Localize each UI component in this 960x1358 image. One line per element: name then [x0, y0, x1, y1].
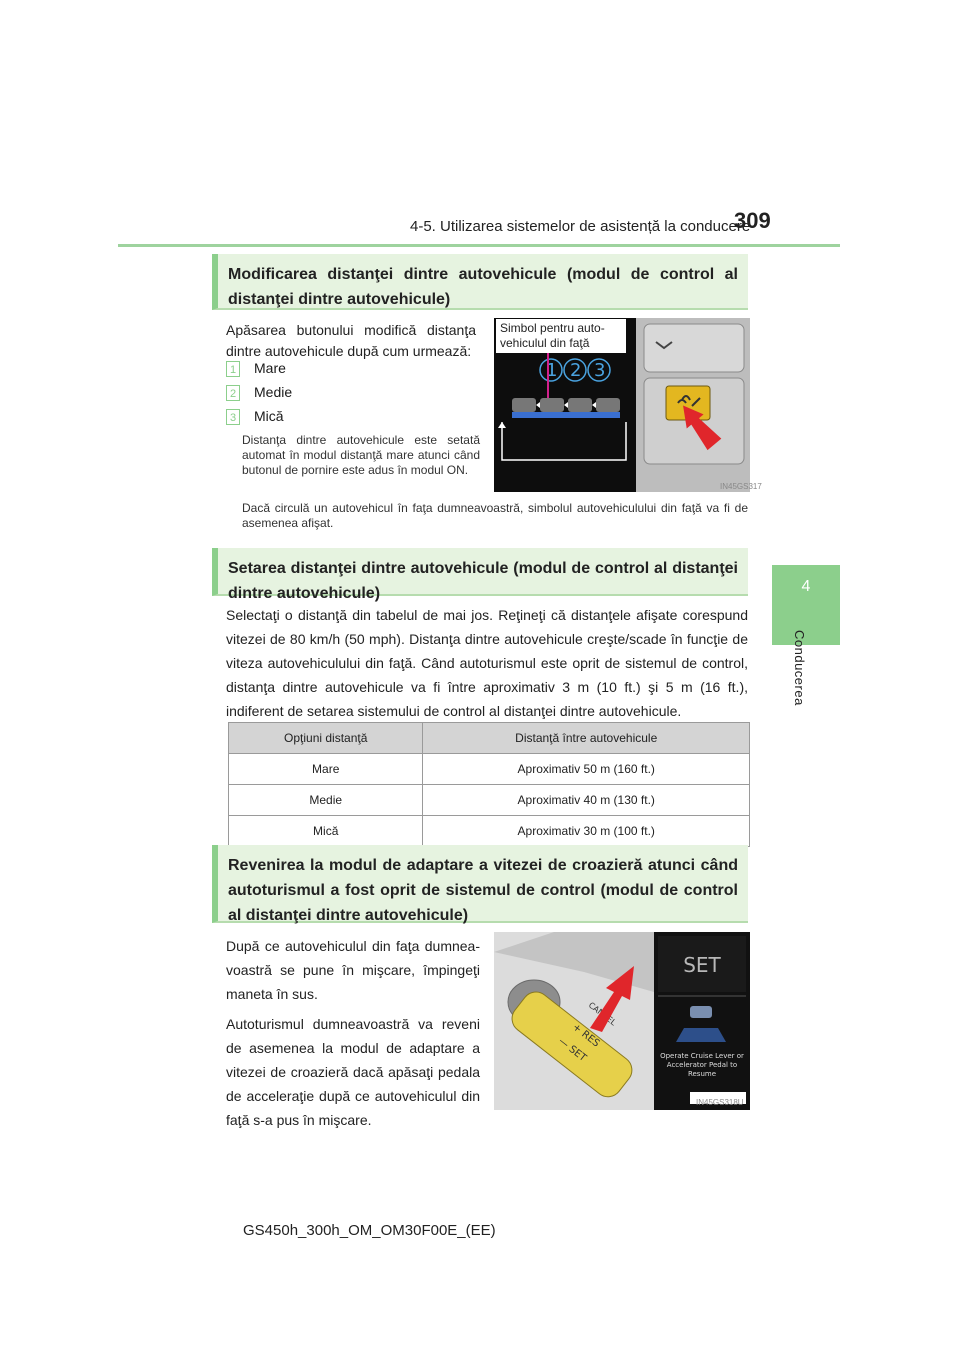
list-label: Medie	[254, 384, 293, 400]
figure-number-3: 3	[594, 360, 605, 381]
figure-callout-label: Simbol pentru auto-vehiculul din faţă	[496, 319, 626, 353]
note-preceding-vehicle: Dacă circulă un autovehicul în faţa dumn…	[242, 501, 748, 530]
section2-body: Selectaţi o distanţă din tabelul de mai …	[226, 607, 748, 719]
section1-intro: Apăsarea butonului modifică distanţa din…	[226, 322, 476, 359]
document-code: GS450h_300h_OM_OM30F00E_(EE)	[243, 1222, 496, 1239]
running-header-title: 4-5. Utilizarea sistemelor de asistență …	[410, 218, 751, 235]
figure-cruise-lever: + RES — SET CANCEL SET Operate Cruise Le…	[494, 932, 750, 1110]
figure-number-1: 1	[546, 360, 557, 381]
section-heading-distance-change: Modificarea distanţei dintre autovehicul…	[212, 254, 748, 310]
table-row: Medie Aproximativ 40 m (130 ft.)	[227, 784, 750, 816]
page-number: 309	[734, 208, 771, 233]
chapter-label: Conducerea	[792, 630, 807, 706]
distance-table: Opţiuni distanţă Distanţă între autovehi…	[227, 722, 750, 847]
header-rule	[118, 244, 840, 247]
display-message-line2: Accelerator Pedal to	[667, 1061, 737, 1069]
table-cell-distance: Aproximativ 30 m (100 ft.)	[422, 815, 750, 847]
display-set-text: SET	[683, 953, 721, 977]
display-message-line1: Operate Cruise Lever or	[660, 1052, 744, 1060]
figure-code-1: IN45GS317	[720, 482, 762, 491]
section-heading-resume: Revenirea la modul de adaptare a vitezei…	[212, 845, 748, 924]
number-badge-1: 1	[226, 361, 240, 377]
table-header-row: Opţiuni distanţă Distanţă între autovehi…	[227, 722, 750, 754]
lever-illustration: + RES — SET CANCEL SET Operate Cruise Le…	[494, 932, 750, 1110]
table-row: Mare Aproximativ 50 m (160 ft.)	[227, 753, 750, 785]
display-message-line3: Resume	[688, 1070, 716, 1078]
list-label: Mare	[254, 360, 286, 376]
table-cell-distance: Aproximativ 40 m (130 ft.)	[422, 784, 750, 816]
number-badge-2: 2	[226, 385, 240, 401]
table-header-distance: Distanţă între autovehicule	[422, 722, 750, 754]
table-header-options: Opţiuni distanţă	[227, 722, 424, 754]
figure-code-2: IN45GS318U	[696, 1098, 744, 1107]
table-cell-option: Mică	[227, 815, 424, 847]
chapter-number: 4	[801, 578, 811, 595]
section3-para1: După ce autovehiculul din faţa dumnea-vo…	[226, 938, 480, 1002]
table-row: Mică Aproximativ 30 m (100 ft.)	[227, 815, 750, 847]
number-badge-3: 3	[226, 409, 240, 425]
section-heading-distance-setting: Setarea distanţei dintre autovehicule (m…	[212, 548, 748, 602]
table-cell-option: Mare	[227, 753, 424, 785]
table-cell-distance: Aproximativ 50 m (160 ft.)	[422, 753, 750, 785]
section3-para2: Autoturismul dumneavoastră va reveni de …	[226, 1016, 480, 1128]
chapter-tab	[772, 565, 840, 645]
table-cell-option: Medie	[227, 784, 424, 816]
figure-number-2: 2	[570, 360, 581, 381]
list-label: Mică	[254, 408, 284, 424]
note-auto-distance: Distanţa dintre autovehicule este setată…	[242, 433, 480, 477]
